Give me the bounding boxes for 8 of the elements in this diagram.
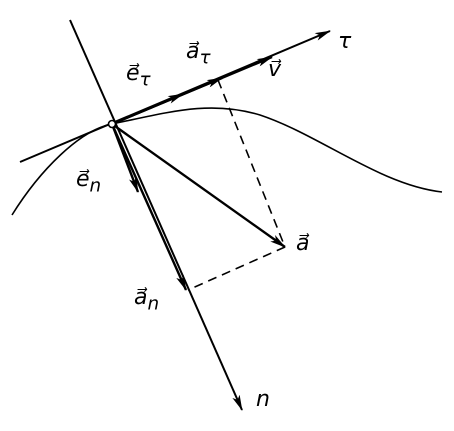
vector-label: v⃗: [268, 58, 282, 82]
vector-label: τ: [338, 30, 352, 54]
vector-label: a⃗: [296, 232, 310, 256]
vector-label: n: [256, 388, 270, 412]
vector-label: a⃗$_{τ}$: [186, 40, 211, 70]
vector-label: e⃗$_{n}$: [76, 168, 102, 198]
vector-label: e⃗$_{τ}$: [126, 62, 151, 92]
vector-label: a⃗$_{n}$: [134, 286, 160, 316]
